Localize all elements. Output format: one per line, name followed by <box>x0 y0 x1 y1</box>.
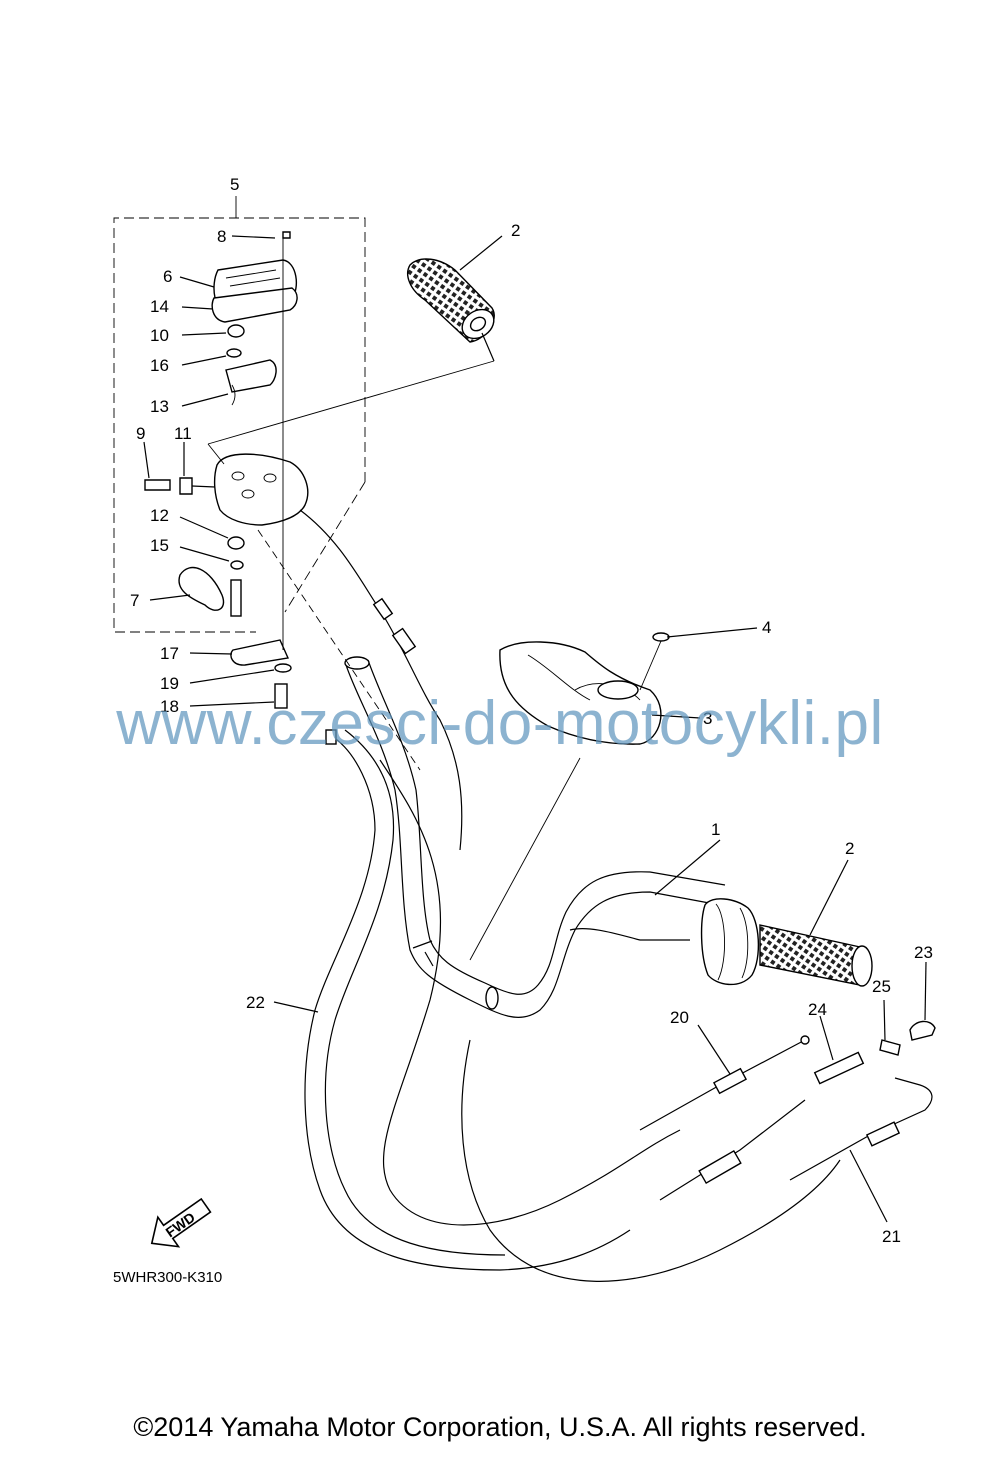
callout-16: 16 <box>150 356 169 375</box>
callout-6: 6 <box>163 267 172 286</box>
callout-13: 13 <box>150 397 169 416</box>
bolt-23 <box>909 1020 936 1041</box>
copyright-notice: ©2014 Yamaha Motor Corporation, U.S.A. A… <box>133 1412 867 1442</box>
grip-right <box>759 924 873 987</box>
callout-10: 10 <box>150 326 169 345</box>
callout-21: 21 <box>882 1227 901 1246</box>
callout-3: 3 <box>703 709 712 728</box>
cover-cap <box>652 632 670 642</box>
callout-labels: 1 2 2 3 4 5 6 7 8 9 10 11 12 13 14 15 16… <box>130 175 933 1246</box>
callout-17: 17 <box>160 644 179 663</box>
fwd-arrow: FWD <box>150 1197 212 1248</box>
callout-4: 4 <box>762 618 771 637</box>
cable-21 <box>789 1077 933 1181</box>
callout-2a: 2 <box>511 221 520 240</box>
callout-11: 11 <box>174 424 192 443</box>
cap-25 <box>879 1039 901 1056</box>
long-cable-loop <box>379 759 841 1282</box>
callout-12: 12 <box>150 506 169 525</box>
throttle-housing <box>700 898 760 986</box>
leader-lines <box>143 235 927 1223</box>
callout-1: 1 <box>711 820 720 839</box>
callout-18: 18 <box>160 697 179 716</box>
callout-8: 8 <box>217 227 226 246</box>
callout-24: 24 <box>808 1000 827 1019</box>
lever-assembly <box>144 231 421 771</box>
callout-20: 20 <box>670 1008 689 1027</box>
throttle-cable-22 <box>304 729 631 1271</box>
handlebar-cover <box>499 641 662 745</box>
callout-7: 7 <box>130 591 139 610</box>
callout-23: 23 <box>914 943 933 962</box>
callout-22: 22 <box>246 993 265 1012</box>
callout-2b: 2 <box>845 839 854 858</box>
callout-15: 15 <box>150 536 169 555</box>
adjuster-24 <box>659 1051 865 1201</box>
callout-25: 25 <box>872 977 891 996</box>
callout-14: 14 <box>150 297 169 316</box>
callout-5: 5 <box>230 175 239 194</box>
grip-left <box>407 258 495 343</box>
callout-19: 19 <box>160 674 179 693</box>
diagram-code: 5WHR300-K310 <box>113 1269 223 1286</box>
handlebar <box>344 656 726 1019</box>
throttle-cable-upper <box>299 509 463 851</box>
callout-9: 9 <box>136 424 145 443</box>
cable-20 <box>639 1035 810 1131</box>
